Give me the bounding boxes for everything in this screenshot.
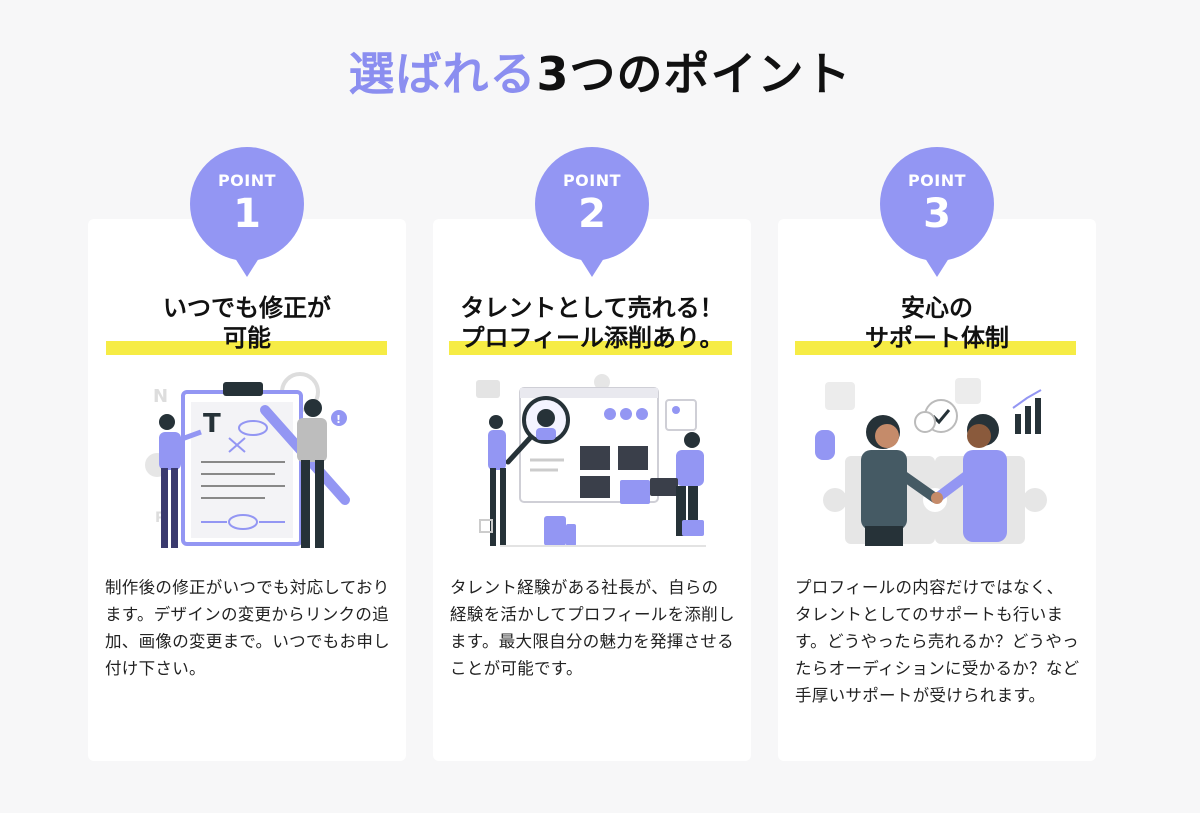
heading-line: 安心の [901,294,973,322]
svg-text:N: N [153,386,168,407]
point-description-3: プロフィールの内容だけではなく、タレントとしてのサポートも行います。どうやったら… [795,578,1080,705]
point-number: 1 [233,191,261,237]
title-accent: 選ばれる [348,47,537,101]
point-description-2: タレント経験がある社長が、自らの経験を活かしてプロフィールを添削します。最大限自… [450,578,735,678]
heading-highlight [106,341,387,355]
heading-line: いつでも修正が [163,294,331,322]
editing-illustration: N P T ! [145,372,350,548]
point-label: POINT [907,171,967,190]
point-heading-3: 安心の サポート体制 [778,293,1096,353]
point-label: POINT [217,171,277,190]
heading-highlight [449,341,732,355]
point-heading-1: いつでも修正が 可能 [88,293,406,353]
heading-highlight [795,341,1076,355]
svg-text:T: T [203,409,221,439]
heading-line: タレントとして売れる！ [460,294,724,322]
title-rest: 3つのポイント [536,47,852,101]
point-badge-2: POINT 2 [535,147,649,277]
svg-text:P: P [155,510,165,526]
point-badge-1: POINT 1 [190,147,304,277]
point-number: 2 [578,191,606,237]
point-badge-3: POINT 3 [880,147,994,277]
heading-line: サポート体制 [865,324,1009,352]
svg-text:!: ! [336,413,341,426]
page-title: 選ばれる3つのポイント [0,44,1200,104]
point-heading-2: タレントとして売れる！ プロフィール添削あり。 [433,293,751,353]
point-description-1: 制作後の修正がいつでも対応しております。デザインの変更からリンクの追加、画像の変… [105,578,390,678]
profile-review-illustration [476,374,706,547]
heading-line: 可能 [223,324,271,352]
point-number: 3 [923,191,951,237]
heading-line: プロフィール添削あり。 [460,324,724,352]
point-label: POINT [562,171,622,190]
support-illustration [815,378,1047,546]
